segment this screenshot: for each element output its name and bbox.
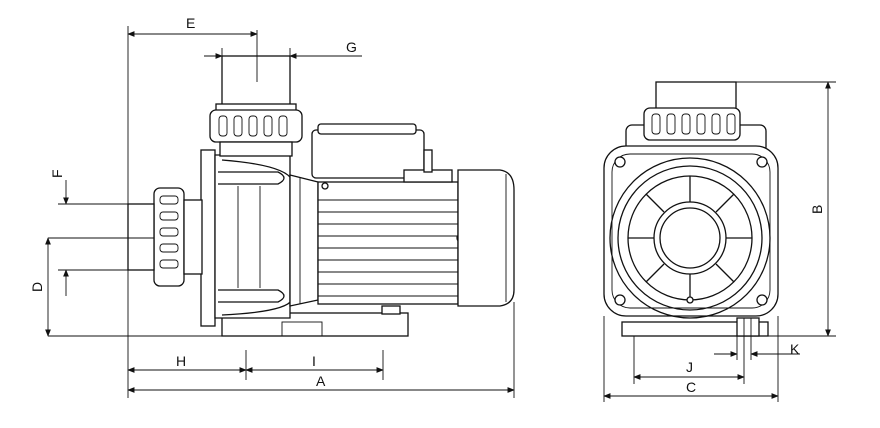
side-outlet-pipe [221,55,291,107]
label-h: H [176,353,186,369]
label-e: E [186,15,195,31]
side-outlet-neck [219,141,293,157]
label-i: I [312,353,316,369]
side-flange-plate [200,149,216,327]
front-bolt-tl [614,156,626,168]
side-inlet-neck [183,199,203,275]
front-outlet-pipe [655,81,737,113]
side-motor-fins [318,199,458,297]
front-ring-2 [617,165,763,311]
front-bolt-br [756,294,768,306]
side-pump-body [214,154,291,319]
side-outlet-union [209,109,303,143]
side-inlet-union-grooves [159,195,179,269]
label-d: D [29,282,45,292]
label-g: G [346,39,357,55]
label-k: K [790,341,800,357]
dimension-labels: E G H I A D F B C J K [29,15,825,395]
front-base-bolt [736,317,760,337]
front-spokes [628,176,752,300]
side-inlet-pipe [127,203,155,271]
side-inlet-union [153,187,185,287]
side-terminal-lid [317,123,417,135]
front-inlet-inner [659,207,721,269]
side-body-rib-top [218,171,285,185]
side-outlet-union-grooves [218,115,288,137]
side-adapter [289,174,319,307]
dimension-lines [45,26,836,402]
label-c: C [686,379,696,395]
front-view [603,81,779,337]
front-inlet-outer [653,201,727,275]
front-base [621,321,769,337]
label-j: J [686,359,693,375]
side-terminal-screw [321,182,329,190]
front-bolt-tr [756,156,768,168]
side-body-rib-bottom [218,289,285,303]
side-view [127,55,515,337]
side-foot-bolt-right [381,305,401,315]
side-cable-gland [423,149,433,173]
front-ring-outer [609,157,771,319]
label-f: F [49,169,65,178]
front-drain-screw [686,296,694,304]
side-fan-cover [457,169,515,307]
label-b: B [809,205,825,214]
front-bolt-bl [614,294,626,306]
label-a: A [316,373,326,389]
front-outlet-union-grooves [651,113,736,135]
front-outlet-union [643,107,741,141]
